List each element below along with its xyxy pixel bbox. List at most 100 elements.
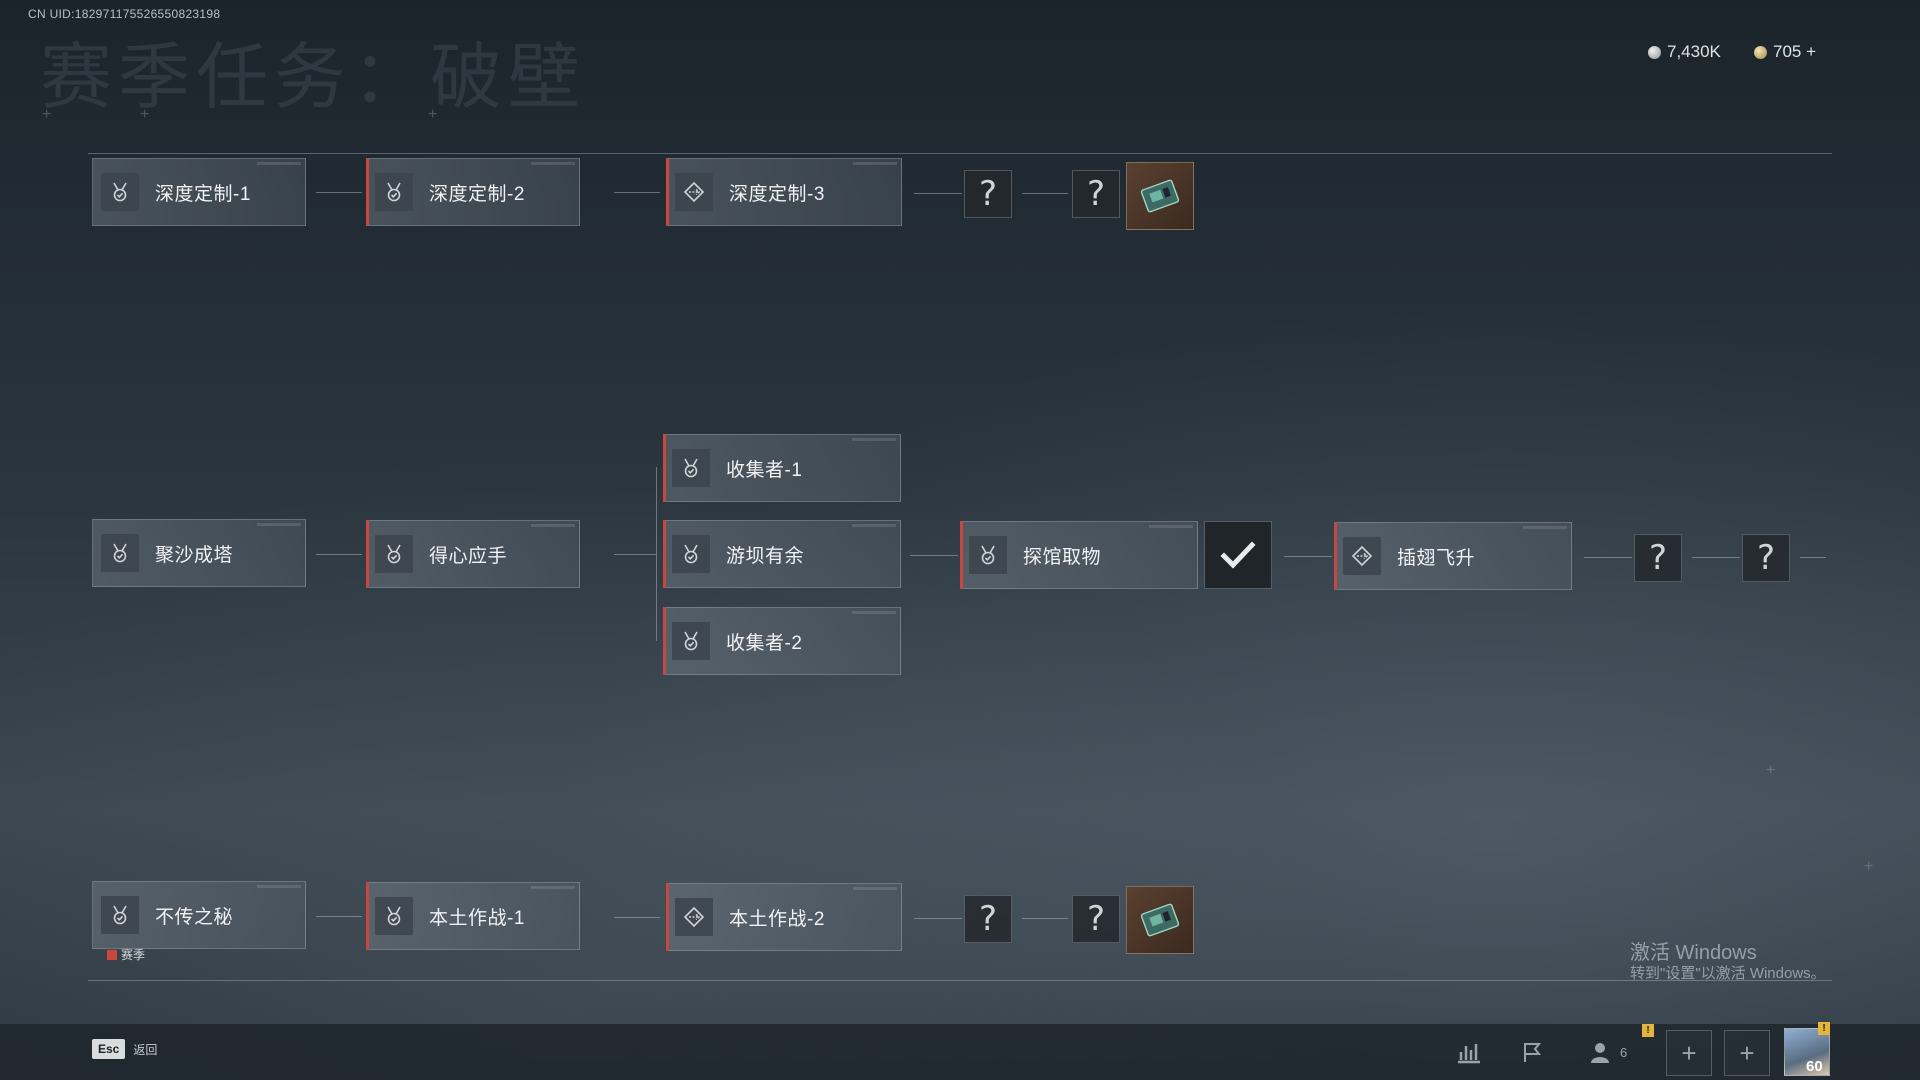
connector [1692,557,1740,558]
node-deco [852,611,896,614]
background-title: 赛季任务：破壁 [40,35,587,119]
task-label: 游坝有余 [726,545,805,567]
chip-reward-icon [1137,173,1183,219]
friends-count: 6 [1620,1044,1628,1060]
task-label: 聚沙成塔 [155,544,234,566]
crosshair-deco: + [42,106,52,123]
medal-icon [101,534,139,572]
route-icon [675,898,713,936]
activation-watermark-title: 激活 Windows [1630,942,1757,964]
locked-task-box[interactable]: ? [1634,534,1682,582]
node-deco [853,887,897,890]
gold-coin-icon [1754,45,1767,59]
node-deco [531,524,575,527]
task-node-mid-7[interactable]: 插翅飞升 [1334,522,1572,590]
completed-reward-box[interactable] [1204,521,1272,589]
stats-icon[interactable] [1456,1040,1482,1069]
connector [316,916,362,917]
node-deco [853,162,897,165]
medal-icon [101,896,139,934]
connector [316,192,362,193]
activation-watermark-subtitle: 转到"设置"以激活 Windows。 [1630,965,1826,982]
node-deco [257,885,301,888]
panel-bottom-line [88,980,1832,981]
panel-top-line [88,153,1832,154]
reward-chip-box[interactable] [1126,886,1194,954]
crosshair-deco: + [428,106,438,123]
branch-connector [656,467,657,641]
task-label: 收集者-1 [726,459,803,481]
avatar-badge: ! [1818,1022,1830,1035]
task-node-mid-6[interactable]: 探馆取物 [960,521,1198,589]
back-button[interactable]: Esc 返回 [92,1039,157,1059]
back-label: 返回 [133,1042,158,1057]
node-deco [531,886,575,889]
connector [614,554,656,555]
legend-label: 赛季 [121,948,146,962]
task-node-top-1[interactable]: 深度定制-1 [92,158,306,226]
task-label: 本土作战-2 [729,908,825,930]
avatar[interactable] [1784,1028,1830,1076]
task-label: 得心应手 [429,545,508,567]
connector [914,918,962,919]
task-node-mid-2[interactable]: 得心应手 [366,520,580,588]
connector [1584,557,1632,558]
task-node-bottom-2[interactable]: 本土作战-1 [366,882,580,950]
medal-icon [672,622,710,660]
flag-icon[interactable] [1520,1040,1544,1069]
friends-icon [1591,1043,1609,1063]
locked-task-box[interactable]: ? [1072,170,1120,218]
friends-button[interactable]: 6 [1590,1040,1627,1064]
locked-task-box[interactable]: ? [1072,895,1120,943]
player-level: 60 [1806,1058,1823,1075]
reward-chip-box[interactable] [1126,162,1194,230]
silver-currency: 7,430K [1648,42,1721,62]
task-label: 本土作战-1 [429,907,525,929]
party-slot-1[interactable]: + [1666,1030,1712,1076]
node-deco [1523,526,1567,529]
medal-icon [672,449,710,487]
checkmark-icon [1220,541,1256,569]
connector [1284,556,1332,557]
crosshair-deco: + [1864,858,1874,875]
gold-amount: 705 + [1773,42,1817,61]
legend-swatch [107,949,117,960]
task-node-mid-3[interactable]: 收集者-1 [663,434,901,502]
locked-task-box[interactable]: ? [1742,534,1790,582]
node-deco [531,162,575,165]
task-label: 深度定制-1 [155,183,251,205]
medal-icon [375,897,413,935]
route-icon [1343,537,1381,575]
task-node-bottom-3[interactable]: 本土作战-2 [666,883,902,951]
gold-currency[interactable]: 705 + [1754,42,1816,62]
task-node-top-2[interactable]: 深度定制-2 [366,158,580,226]
medal-icon [375,535,413,573]
plus-icon: + [1681,1037,1697,1068]
player-uid: CN UID:1829711755265508231​98 [28,7,221,21]
task-node-mid-1[interactable]: 聚沙成塔 [92,519,306,587]
connector [914,193,962,194]
connector [1800,557,1826,558]
connector [614,192,660,193]
task-label: 探馆取物 [1023,546,1102,568]
medal-icon [672,535,710,573]
silver-coin-icon [1648,45,1661,59]
locked-task-box[interactable]: ? [964,895,1012,943]
task-label: 收集者-2 [726,632,803,654]
connector [316,554,362,555]
task-node-mid-5[interactable]: 收集者-2 [663,607,901,675]
bottom-bar [0,1024,1920,1080]
party-slot-2[interactable]: + [1724,1030,1770,1076]
locked-task-box[interactable]: ? [964,170,1012,218]
task-node-mid-4[interactable]: 游坝有余 [663,520,901,588]
legend: 赛季 [107,946,145,963]
task-node-top-3[interactable]: 深度定制-3 [666,158,902,226]
crosshair-deco: + [1766,762,1776,779]
node-deco [852,438,896,441]
esc-key: Esc [92,1039,126,1059]
medal-icon [969,536,1007,574]
chip-reward-icon [1137,897,1183,943]
task-node-bottom-1[interactable]: 不传之秘 [92,881,306,949]
task-label: 深度定制-2 [429,183,525,205]
node-deco [852,524,896,527]
